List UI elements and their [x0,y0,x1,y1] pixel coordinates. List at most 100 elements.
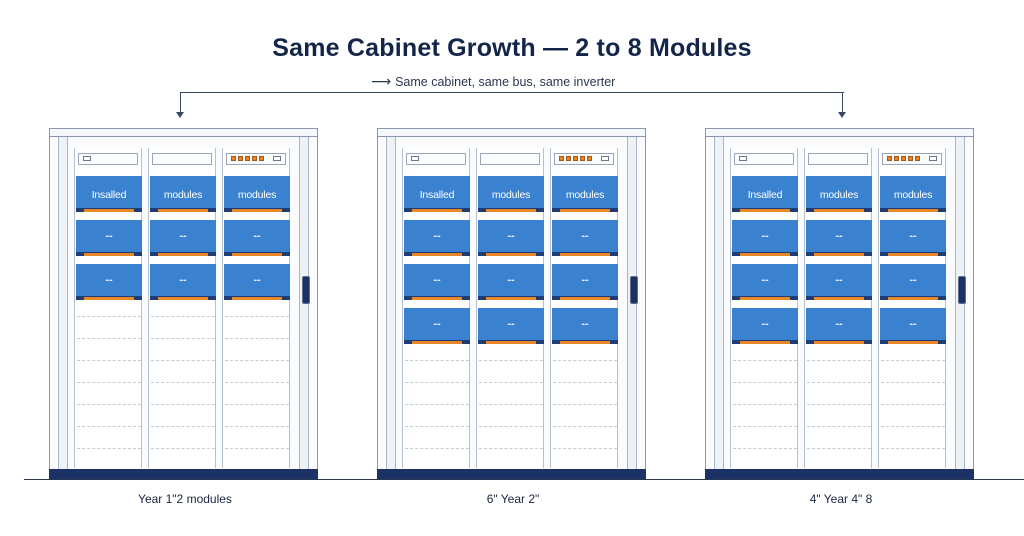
indicator-icon [83,156,91,161]
battery-module: -- [552,264,618,300]
battery-module: -- [478,264,544,300]
empty-slot-line [151,382,215,383]
bracket-left-arrow [176,92,184,118]
battery-module: -- [150,264,216,300]
empty-slot-line [77,316,141,317]
rack-column: Insalled------ [402,148,470,471]
module-connector [84,209,134,212]
battery-module: -- [224,264,290,300]
module-mark: -- [507,318,515,330]
control-unit [808,153,868,165]
status-led-icon [580,156,585,161]
module-label: Insalled [747,189,783,201]
module-connector [888,341,938,344]
rack-column: modules---- [148,148,216,471]
control-unit [554,153,614,165]
empty-slot-line [151,404,215,405]
module-connector [232,209,282,212]
empty-slot-line [405,426,469,427]
empty-slot-line [405,382,469,383]
empty-slot-line [151,360,215,361]
cabinet-top-rail [49,128,318,137]
switch-icon [929,156,937,161]
empty-slot-line [733,360,797,361]
empty-slot-line [405,448,469,449]
empty-slot-line [553,426,617,427]
module-connector [814,297,864,300]
module-connector [412,253,462,256]
module-connector [84,297,134,300]
module-mark: -- [105,274,113,286]
module-mark: -- [909,230,917,242]
header-module: Insalled [76,176,142,212]
ground-line [24,479,1024,480]
module-mark: -- [581,318,589,330]
cabinet-base [705,469,974,479]
empty-slot-line [553,448,617,449]
control-unit [78,153,138,165]
module-connector [814,209,864,212]
door-handle-icon [302,276,310,304]
status-led-icon [566,156,571,161]
cabinet-base [377,469,646,479]
empty-slot-line [77,338,141,339]
empty-slot-line [881,382,945,383]
empty-slot-line [225,426,289,427]
caption-year-4: 4" Year 4" 8 [809,492,873,506]
empty-slot-line [807,382,871,383]
module-connector [486,341,536,344]
module-connector [740,341,790,344]
battery-module: -- [732,308,798,344]
battery-cabinet: Insalled------modules------modules------ [377,128,646,480]
control-unit [226,153,286,165]
empty-slot-line [151,316,215,317]
module-mark: -- [835,230,843,242]
status-led-icon [252,156,257,161]
status-led-icon [894,156,899,161]
module-connector [232,253,282,256]
battery-module: -- [224,220,290,256]
rack-column: modules------ [878,148,946,471]
arrow-right-icon: ⟶ [371,73,392,89]
module-label: Insalled [91,189,127,201]
empty-slot-line [881,448,945,449]
battery-module: -- [478,220,544,256]
status-led-strip [887,156,920,161]
module-mark: -- [433,274,441,286]
battery-module: -- [76,220,142,256]
status-led-icon [231,156,236,161]
empty-slot-line [733,426,797,427]
header-module: Insalled [404,176,470,212]
status-led-icon [887,156,892,161]
module-connector [740,209,790,212]
header-module: modules [478,176,544,212]
status-led-icon [573,156,578,161]
empty-slot-line [479,360,543,361]
module-connector [84,253,134,256]
empty-slot-line [225,448,289,449]
battery-module: -- [76,264,142,300]
switch-icon [273,156,281,161]
indicator-icon [739,156,747,161]
module-label: modules [491,189,531,201]
cabinet-base [49,469,318,479]
bracket-line [180,92,844,117]
module-connector [158,297,208,300]
left-rack-post [58,137,68,469]
empty-slot-line [553,404,617,405]
cabinet-top-rail [705,128,974,137]
module-label: modules [565,189,605,201]
module-connector [740,253,790,256]
empty-slot-line [881,360,945,361]
module-mark: -- [761,274,769,286]
control-unit [882,153,942,165]
module-connector [560,209,610,212]
status-led-icon [245,156,250,161]
header-module: modules [224,176,290,212]
module-mark: -- [253,274,261,286]
empty-slot-line [225,382,289,383]
subtitle: ⟶ Same cabinet, same bus, same inverter [369,73,618,90]
empty-slot-line [77,426,141,427]
control-unit [480,153,540,165]
caption-year-2: 6" Year 2" [486,492,540,506]
